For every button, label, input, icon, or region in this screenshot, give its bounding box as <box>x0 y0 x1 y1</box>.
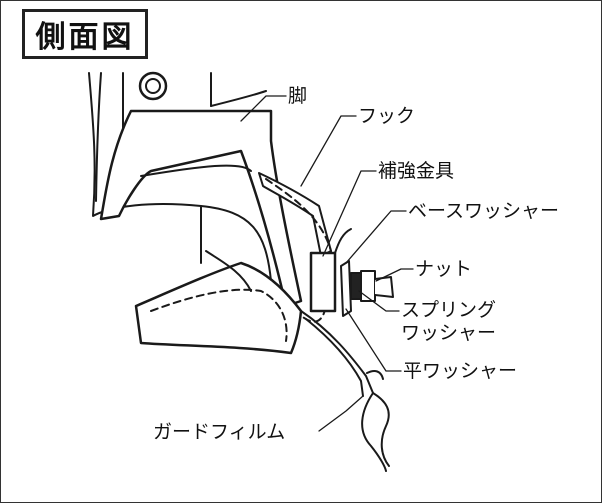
label-leg: 脚 <box>288 85 308 107</box>
leader-spring-washer <box>358 290 400 312</box>
reinforcement-arm <box>334 228 352 254</box>
guard-film-line-2 <box>305 318 364 397</box>
guard-plate <box>134 261 303 355</box>
guard-film-hook <box>372 392 390 467</box>
leader-nut <box>375 268 414 282</box>
label-nut: ナット <box>415 258 473 280</box>
seat-body-outline <box>88 72 272 282</box>
leader-leg <box>240 95 287 122</box>
label-base-washer: ベースワッシャー <box>408 200 560 222</box>
nut-body <box>360 270 376 302</box>
page-title: 側面図 <box>35 20 135 55</box>
back-line-1 <box>95 72 102 202</box>
label-spring-washer-2: ワッシャー <box>401 322 497 344</box>
reinforcement-block <box>309 251 337 313</box>
label-reinforcement: 補強金具 <box>378 160 455 182</box>
leader-reinforcement <box>322 170 377 257</box>
leader-guard-film <box>318 395 364 432</box>
leg-shadow-line <box>140 164 252 177</box>
guard-inner-dashed <box>150 288 288 342</box>
guard-film-bend <box>366 370 384 380</box>
label-hook: フック <box>358 105 416 127</box>
leg-outline <box>99 109 303 308</box>
bolt-head-inner <box>145 78 161 94</box>
leader-hook <box>300 115 357 187</box>
spring-washer <box>350 272 362 300</box>
base-washer-plate <box>340 260 352 317</box>
guard-film-line <box>300 310 387 472</box>
label-flat-washer: 平ワッシャー <box>403 360 518 382</box>
bolt-head <box>138 71 168 101</box>
label-guard-film: ガードフィルム <box>153 421 286 443</box>
leader-flat-washer <box>345 308 402 372</box>
title-box: 側面図 <box>22 9 148 59</box>
back-line-2 <box>205 250 252 292</box>
leader-base-washer <box>345 210 407 264</box>
label-spring-washer-1: スプリング <box>401 299 497 321</box>
seat-upper-edge <box>210 90 267 107</box>
